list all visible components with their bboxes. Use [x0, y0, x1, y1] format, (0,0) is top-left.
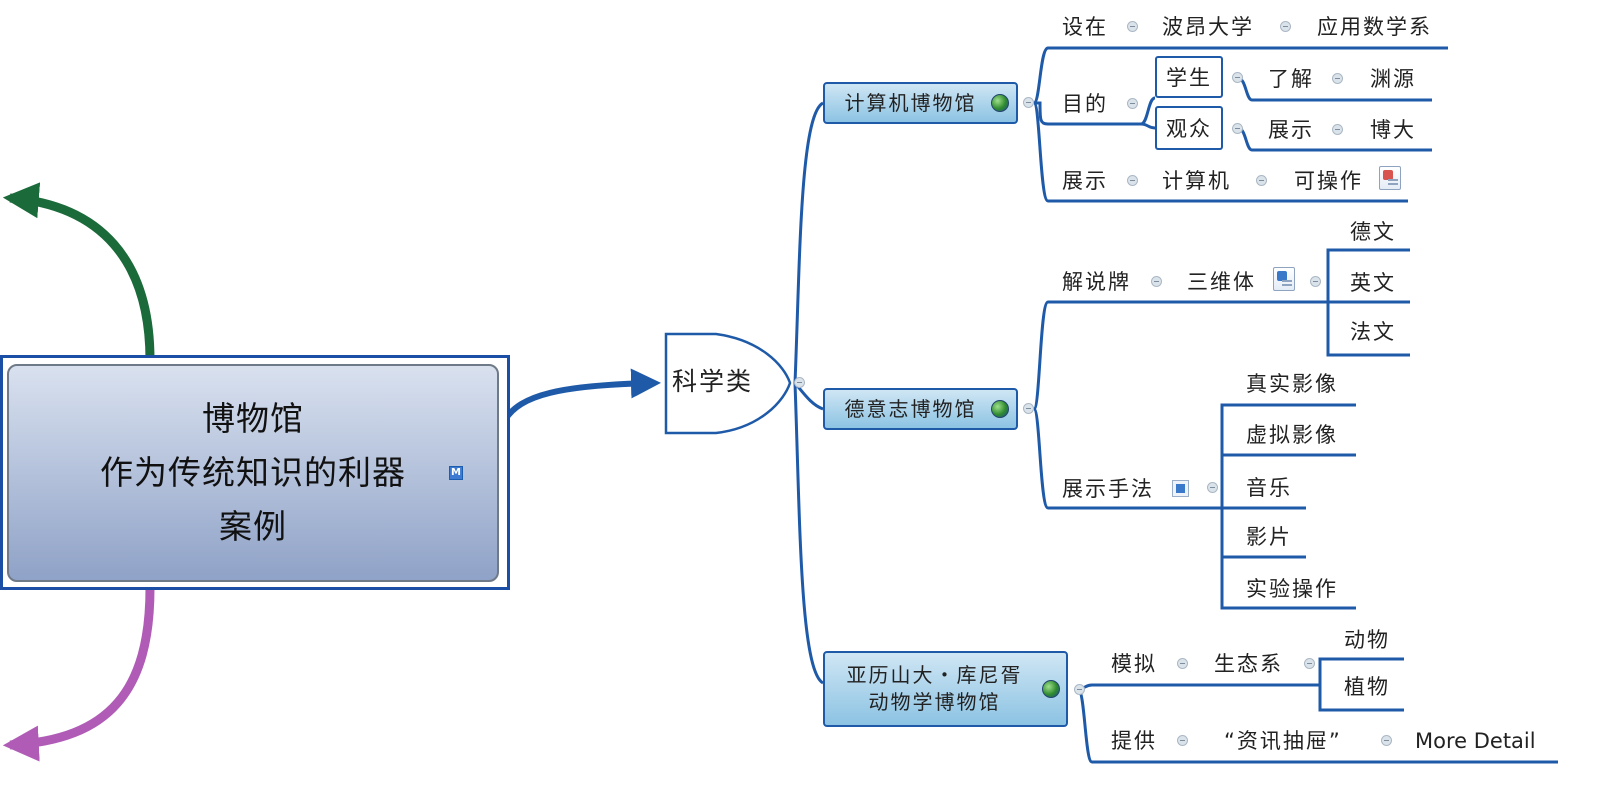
attachment-icon[interactable] — [1172, 480, 1189, 497]
central-topic[interactable]: 博物馆 作为传统知识的利器 案例 M — [0, 355, 510, 590]
methods-label[interactable]: 展示手法 — [1062, 477, 1154, 501]
vast-label[interactable]: 博大 — [1370, 118, 1416, 142]
zoology-museum-title: 亚历山大・库尼胥 动物学博物馆 — [847, 662, 1023, 716]
globe-icon[interactable] — [991, 400, 1009, 418]
ecosystem-label[interactable]: 生态系 — [1214, 652, 1283, 676]
deutsches-museum-title: 德意志博物馆 — [844, 396, 977, 421]
provide-label[interactable]: 提供 — [1111, 729, 1157, 753]
mindmap-icon[interactable]: M — [449, 466, 463, 480]
central-topic-text: 博物馆 作为传统知识的利器 案例 — [100, 392, 406, 554]
collapse-icon[interactable] — [1207, 482, 1218, 493]
computer-label[interactable]: 计算机 — [1162, 169, 1231, 193]
central-line-1: 博物馆 — [202, 399, 304, 438]
attachment-icon[interactable] — [1379, 166, 1401, 190]
method-films[interactable]: 影片 — [1246, 525, 1292, 549]
collapse-icon[interactable] — [1232, 72, 1243, 83]
computer-museum-title: 计算机博物馆 — [844, 90, 977, 115]
animals-label[interactable]: 动物 — [1344, 628, 1390, 652]
collapse-icon[interactable] — [794, 377, 805, 388]
show2-label[interactable]: 展示 — [1062, 169, 1108, 193]
zoology-title-line-2: 动物学博物馆 — [868, 690, 1001, 714]
collapse-icon[interactable] — [1177, 658, 1188, 669]
collapse-icon[interactable] — [1332, 124, 1343, 135]
collapse-icon[interactable] — [1074, 684, 1085, 695]
collapse-icon[interactable] — [1381, 735, 1392, 746]
audience-node[interactable]: 观众 — [1155, 106, 1223, 150]
method-experiments[interactable]: 实验操作 — [1246, 577, 1338, 601]
understand-label[interactable]: 了解 — [1268, 67, 1314, 91]
collapse-icon[interactable] — [1280, 21, 1291, 32]
language-german[interactable]: 德文 — [1350, 220, 1396, 244]
globe-icon[interactable] — [991, 94, 1009, 112]
purple-branch-arrow — [2, 587, 155, 762]
purpose-label[interactable]: 目的 — [1062, 92, 1108, 116]
central-topic-inner: 博物馆 作为传统知识的利器 案例 — [7, 364, 499, 582]
language-french[interactable]: 法文 — [1350, 320, 1396, 344]
collapse-icon[interactable] — [1023, 97, 1034, 108]
method-music[interactable]: 音乐 — [1246, 476, 1292, 500]
computer-museum-node[interactable]: 计算机博物馆 — [823, 82, 1018, 124]
collapse-icon[interactable] — [1177, 735, 1188, 746]
zoology-museum-node[interactable]: 亚历山大・库尼胥 动物学博物馆 — [823, 651, 1068, 727]
plants-label[interactable]: 植物 — [1344, 675, 1390, 699]
method-real-images[interactable]: 真实影像 — [1246, 372, 1338, 396]
collapse-icon[interactable] — [1151, 276, 1162, 287]
students-node[interactable]: 学生 — [1155, 56, 1223, 98]
collapse-icon[interactable] — [1127, 175, 1138, 186]
plaque-label[interactable]: 解说牌 — [1062, 270, 1131, 294]
origin-label[interactable]: 渊源 — [1370, 67, 1416, 91]
language-english[interactable]: 英文 — [1350, 271, 1396, 295]
collapse-icon[interactable] — [1127, 21, 1138, 32]
globe-icon[interactable] — [1042, 680, 1060, 698]
collapse-icon[interactable] — [1023, 403, 1034, 414]
info-drawer-label[interactable]: “资讯抽屉” — [1224, 729, 1342, 753]
department-label[interactable]: 应用数学系 — [1317, 15, 1432, 39]
three-d-label[interactable]: 三维体 — [1187, 270, 1256, 294]
zoology-title-line-1: 亚历山大・库尼胥 — [846, 663, 1023, 687]
deutsches-museum-node[interactable]: 德意志博物馆 — [823, 388, 1018, 430]
simulate-label[interactable]: 模拟 — [1111, 652, 1157, 676]
green-branch-arrow — [2, 182, 155, 361]
category-shape — [664, 332, 792, 435]
collapse-icon[interactable] — [1256, 175, 1267, 186]
operable-label[interactable]: 可操作 — [1294, 169, 1363, 193]
collapse-icon[interactable] — [1232, 123, 1243, 134]
show-label[interactable]: 展示 — [1268, 118, 1314, 142]
collapse-icon[interactable] — [1304, 658, 1315, 669]
central-line-2: 作为传统知识的利器 — [100, 453, 406, 492]
category-label[interactable]: 科学类 — [672, 367, 754, 396]
attachment-icon[interactable] — [1273, 267, 1295, 291]
more-detail-label[interactable]: More Detail — [1415, 729, 1536, 753]
university-label[interactable]: 波昂大学 — [1162, 15, 1254, 39]
collapse-icon[interactable] — [1310, 276, 1321, 287]
located-label[interactable]: 设在 — [1062, 15, 1108, 39]
collapse-icon[interactable] — [1127, 98, 1138, 109]
method-virtual-images[interactable]: 虚拟影像 — [1246, 423, 1338, 447]
central-to-category-connector — [502, 368, 661, 422]
central-line-3: 案例 — [219, 507, 287, 546]
collapse-icon[interactable] — [1332, 73, 1343, 84]
